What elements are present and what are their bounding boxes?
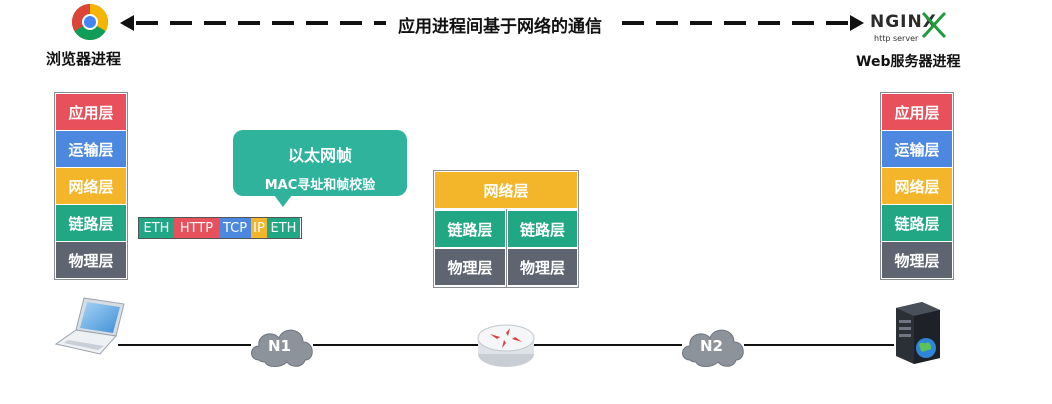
left-layer-link: 链路层 <box>56 205 126 241</box>
router-stack-divider <box>506 209 507 287</box>
right-layer-network: 网络层 <box>882 168 952 204</box>
network-n1-label: N1 <box>268 337 291 355</box>
nginx-x-mark <box>921 11 947 39</box>
frame-segment-eth-header: ETH <box>139 218 174 238</box>
cable-router-n2 <box>534 344 682 346</box>
cable-n2-server <box>744 344 894 346</box>
router-protocol-stack: 网络层 链路层 物理层 链路层 物理层 <box>433 170 579 288</box>
left-layer-network: 网络层 <box>56 168 126 204</box>
arrow-left-icon <box>120 15 134 31</box>
left-protocol-stack: 应用层 运输层 网络层 链路层 物理层 <box>54 92 128 280</box>
right-title: Web服务器进程 <box>856 54 961 70</box>
dashed-line-right <box>622 21 848 25</box>
frame-bubble: 以太网帧 MAC寻址和帧校验 <box>233 130 407 196</box>
frame-segment-eth-trailer: ETH <box>267 218 300 238</box>
left-layer-application: 应用层 <box>56 94 126 130</box>
right-layer-link: 链路层 <box>882 205 952 241</box>
right-layer-application: 应用层 <box>882 94 952 130</box>
frame-segment-http: HTTP <box>174 218 219 238</box>
network-n2-label: N2 <box>700 337 723 355</box>
server-icon <box>896 302 940 364</box>
laptop-icon <box>54 297 125 355</box>
right-layer-transport: 运输层 <box>882 131 952 167</box>
left-layer-physical: 物理层 <box>56 242 126 278</box>
frame-bubble-title: 以太网帧 <box>287 146 352 165</box>
nginx-logo-sub: http server <box>874 34 919 43</box>
router-right-layer-physical: 物理层 <box>508 249 577 285</box>
frame-bubble-subtitle: MAC寻址和帧校验 <box>264 178 376 193</box>
router-right-layer-link: 链路层 <box>508 211 577 247</box>
frame-outline <box>138 217 302 239</box>
nginx-logo-text: NGINX <box>870 12 937 32</box>
frame-segment-tcp: TCP <box>219 218 251 238</box>
nginx-logo: NGINX http server <box>870 8 950 48</box>
top-caption: 应用进程间基于网络的通信 <box>398 17 602 37</box>
right-protocol-stack: 应用层 运输层 网络层 链路层 物理层 <box>880 92 954 280</box>
right-layer-physical: 物理层 <box>882 242 952 278</box>
left-layer-transport: 运输层 <box>56 131 126 167</box>
router-left-layer-link: 链路层 <box>435 211 505 247</box>
frame-segment-ip: IP <box>251 218 267 238</box>
cloud-icon <box>682 329 744 367</box>
chrome-icon <box>71 3 109 41</box>
dashed-line-left <box>136 21 386 25</box>
router-layer-network: 网络层 <box>435 172 577 208</box>
cable-laptop-n1 <box>118 344 251 346</box>
router-left-layer-physical: 物理层 <box>435 249 505 285</box>
bubble-pointer <box>274 195 292 207</box>
arrow-right-icon <box>850 15 864 31</box>
cable-n1-router <box>313 344 478 346</box>
router-icon <box>477 324 535 367</box>
left-title: 浏览器进程 <box>46 50 122 68</box>
cloud-icon <box>251 329 313 367</box>
